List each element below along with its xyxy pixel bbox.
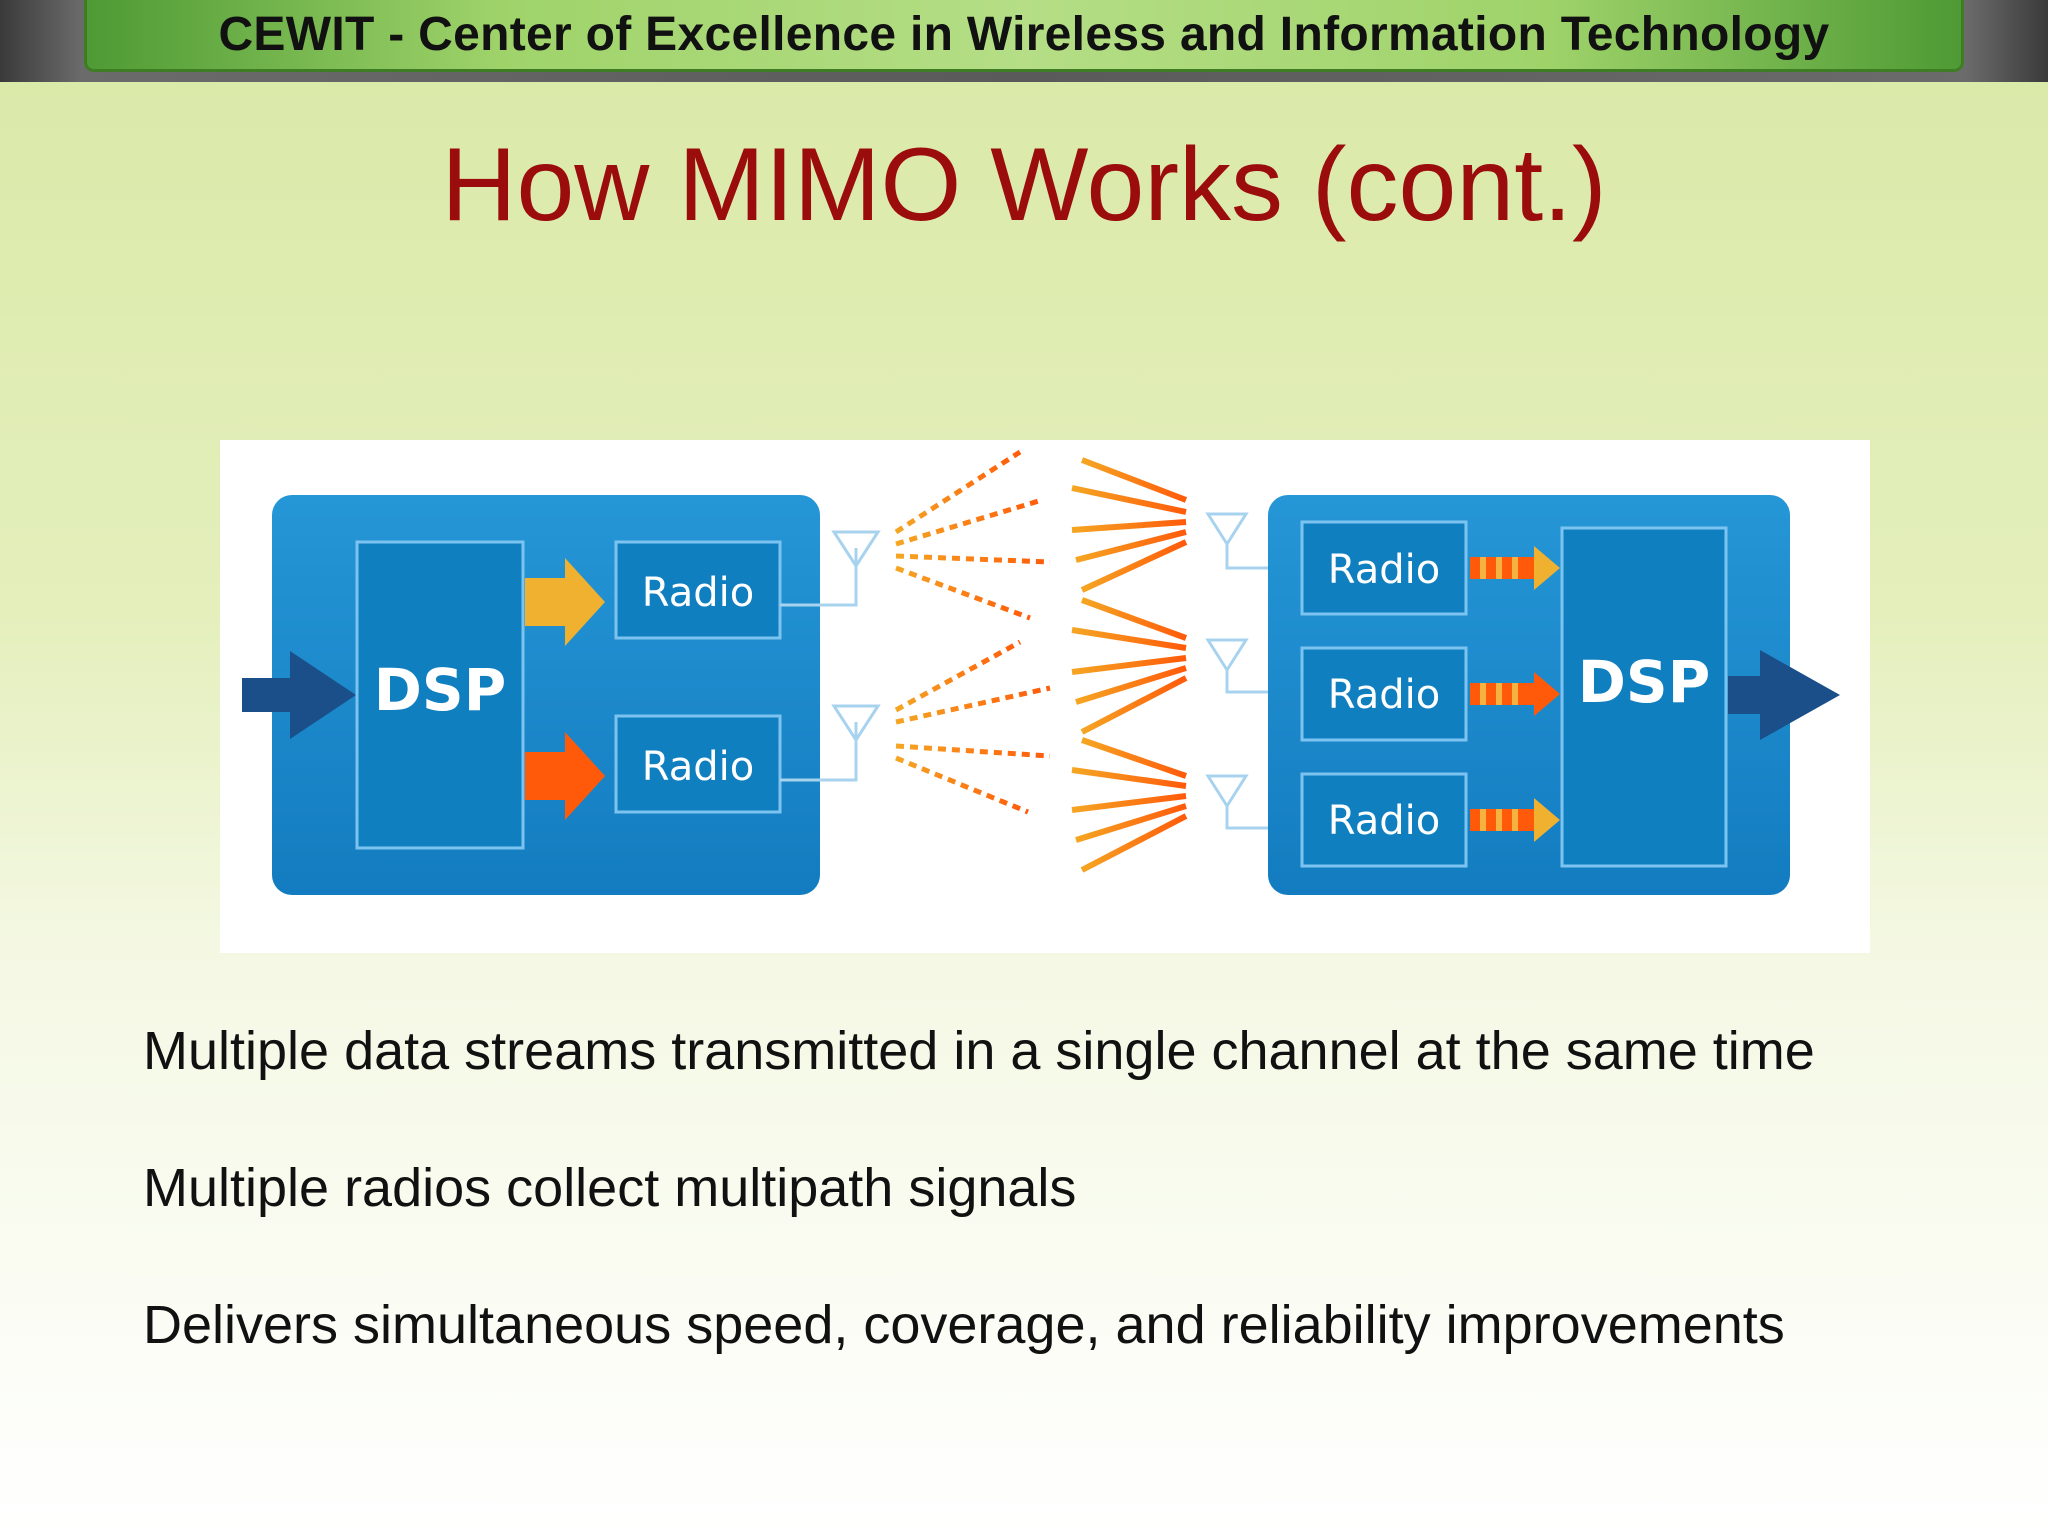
header-bar: CEWIT - Center of Excellence in Wireless… bbox=[0, 0, 2048, 82]
transmitter-radio-1 bbox=[614, 540, 782, 640]
receiver-radio-1-label: Radio bbox=[1328, 547, 1440, 593]
receiver-dsp-label: DSP bbox=[1578, 648, 1710, 716]
transmitted-signals bbox=[894, 449, 1051, 815]
receiver-radio-3 bbox=[1300, 772, 1468, 868]
output-arrow bbox=[1728, 650, 1840, 740]
receiver-radio-2 bbox=[1300, 646, 1468, 742]
transmitter-dsp-label: DSP bbox=[374, 656, 506, 724]
orange-arrow bbox=[525, 732, 605, 820]
transmitter-unit: DSP Radio Radio bbox=[242, 495, 881, 895]
bullet-item-2: Multiple radios collect multipath signal… bbox=[143, 1158, 1077, 1218]
transmitter-radio-2-label: Radio bbox=[642, 744, 754, 790]
header-title: CEWIT - Center of Excellence in Wireless… bbox=[218, 8, 1830, 61]
receiver-radio-3-label: Radio bbox=[1328, 798, 1440, 844]
gold-arrow bbox=[525, 558, 605, 646]
slide-title: How MIMO Works (cont.) bbox=[441, 127, 1607, 243]
transmitter-antennas bbox=[780, 530, 881, 782]
receiver-arrows bbox=[1470, 546, 1560, 842]
mimo-diagram: DSP Radio Radio bbox=[220, 440, 1870, 953]
bullet-item-1: Multiple data streams transmitted in a s… bbox=[143, 1021, 1815, 1081]
input-arrow bbox=[242, 651, 356, 739]
receiver-dsp-block bbox=[1560, 526, 1728, 868]
receiver-radio-2-label: Radio bbox=[1328, 672, 1440, 718]
receiver-unit: Radio Radio Radio DSP bbox=[1205, 495, 1840, 895]
transmitter-dsp-block bbox=[355, 540, 525, 850]
bullet-item-3: Delivers simultaneous speed, coverage, a… bbox=[143, 1295, 1785, 1355]
transmitter-radio-1-label: Radio bbox=[642, 570, 754, 616]
transmitter-radio-2 bbox=[614, 714, 782, 814]
receiver-radio-1 bbox=[1300, 520, 1468, 616]
header-banner: CEWIT - Center of Excellence in Wireless… bbox=[84, 0, 1964, 72]
received-signals bbox=[1071, 457, 1188, 873]
